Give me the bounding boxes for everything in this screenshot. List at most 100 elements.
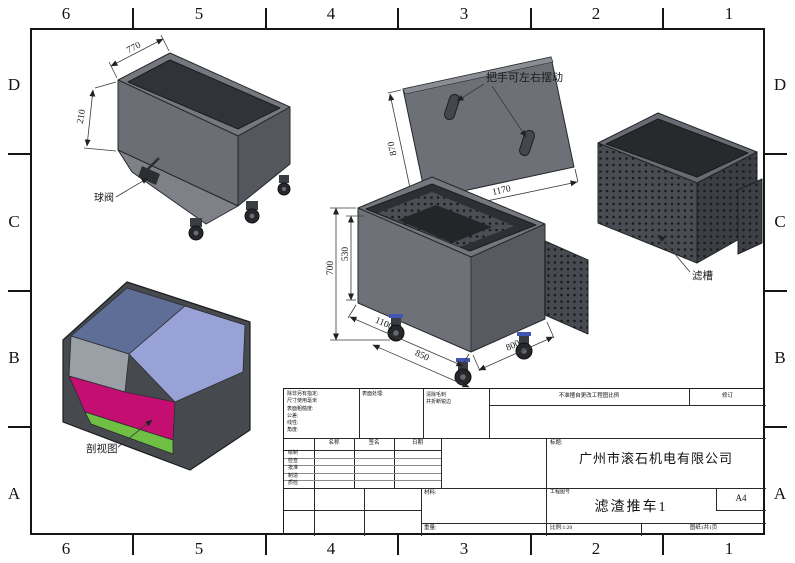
ball-valve — [138, 166, 160, 185]
row-label-qa: 质检 — [288, 481, 299, 487]
dimension-line — [388, 93, 415, 203]
lid-handle — [444, 93, 460, 121]
basket-view: 滤槽 — [597, 112, 763, 282]
note-line: 线性: — [287, 421, 299, 427]
zone-col-label: 1 — [724, 4, 734, 23]
extension-line — [160, 34, 170, 52]
section-back-wall — [128, 305, 246, 403]
note-line: 公差: — [287, 413, 299, 419]
tb-line — [284, 450, 441, 451]
title-label: 标题: — [550, 440, 563, 446]
hopper-right-face — [237, 106, 291, 207]
dimension-210: 210 — [76, 81, 117, 152]
column-header-signature: 签名 — [368, 440, 380, 446]
tb-line — [284, 465, 441, 466]
wheel-hub — [249, 213, 255, 219]
zone-tick — [530, 8, 532, 28]
dimension-text: 1170 — [491, 184, 512, 198]
zone-row-label: D — [7, 75, 21, 94]
dimension-870: 870 — [387, 89, 425, 204]
dimension-line — [478, 336, 554, 371]
zone-row-label: B — [774, 348, 786, 367]
caster-wheel — [244, 201, 260, 224]
sheet-label: 图纸1共1页 — [689, 525, 718, 531]
company-name: 广州市滚石机电有限公司 — [578, 451, 733, 466]
zone-tick — [662, 8, 664, 28]
dimension-line — [110, 38, 164, 67]
tb-line — [423, 389, 424, 438]
note-line: 表面粗糙度: — [287, 406, 314, 412]
leader-line — [115, 177, 149, 198]
zone-col-label: 3 — [459, 539, 469, 558]
dimension-text: 530 — [341, 247, 351, 262]
dimension-line — [372, 344, 470, 388]
zone-tick — [8, 153, 30, 155]
wheel-plate — [517, 332, 531, 336]
dimension-530: 530 — [341, 215, 364, 301]
dimension-text: 700 — [326, 261, 336, 276]
note-line: 清除毛刺 — [426, 393, 447, 398]
note-line: 角度: — [287, 428, 299, 434]
zone-tick — [765, 153, 787, 155]
tb-line — [546, 438, 547, 536]
zone-row-label: C — [8, 212, 20, 231]
basket-opening — [605, 118, 749, 178]
zone-col-label: 5 — [194, 4, 204, 23]
zone-row-label: C — [774, 212, 786, 231]
zone-row-label: D — [773, 75, 787, 94]
column-header-date: 日期 — [411, 440, 423, 446]
zone-col-label: 3 — [459, 4, 469, 23]
wheel-hub — [460, 374, 466, 380]
cart-door-perforation — [545, 241, 588, 334]
tb-line — [314, 488, 315, 536]
tb-line — [314, 438, 315, 488]
zone-tick — [132, 535, 134, 555]
caster-wheel — [277, 175, 291, 196]
ball-valve-handle — [146, 157, 160, 171]
extension-line — [347, 304, 357, 319]
zone-col-label: 6 — [61, 539, 71, 558]
zone-tick — [662, 535, 664, 555]
zone-tick — [397, 535, 399, 555]
ball-valve-callout: 球阀 — [94, 177, 149, 204]
zone-tick — [530, 535, 532, 555]
extension-line — [546, 321, 555, 339]
wheel-hub — [282, 187, 286, 191]
column-header-name: 名称 — [328, 440, 340, 446]
extension-line — [83, 147, 117, 152]
zone-tick — [765, 426, 787, 428]
lid-handle — [519, 129, 535, 157]
zone-row-label: A — [773, 484, 787, 503]
tb-line — [394, 438, 395, 488]
cart-view: 700 530 1100 850 800 — [326, 176, 589, 388]
zone-row-label: B — [8, 348, 20, 367]
section-drain-strip — [84, 411, 174, 455]
zone-tick — [265, 8, 267, 28]
lid-top-edge — [402, 56, 554, 95]
wheel-plate — [456, 358, 470, 362]
tb-line — [354, 438, 355, 488]
note-line: 尺寸使用毫米 — [287, 399, 318, 405]
tb-line — [421, 488, 422, 536]
zone-col-label: 2 — [591, 539, 601, 558]
zone-tick — [765, 290, 787, 292]
material-label: 材料: — [424, 490, 437, 496]
tb-line — [284, 458, 441, 459]
tb-line — [359, 389, 360, 438]
tb-line — [284, 510, 421, 511]
tb-line — [489, 405, 766, 406]
zone-col-label: 4 — [326, 539, 336, 558]
extension-line — [472, 354, 481, 372]
tb-line — [284, 438, 766, 439]
drawing-frame — [30, 28, 765, 535]
dimension-line — [84, 89, 96, 147]
title-block: 除非另有指定: 尺寸使用毫米 表面粗糙度: 公差: 线性: 角度: 表面处理: … — [283, 388, 766, 536]
basket-door-perforation — [738, 179, 762, 254]
tb-line — [441, 438, 442, 488]
note-line: 除非另有指定: — [287, 392, 319, 397]
zone-col-label: 4 — [326, 4, 336, 23]
tb-line — [284, 480, 441, 481]
wheel-plate — [389, 314, 403, 318]
scale-label: 比例:1:20 — [550, 525, 573, 531]
